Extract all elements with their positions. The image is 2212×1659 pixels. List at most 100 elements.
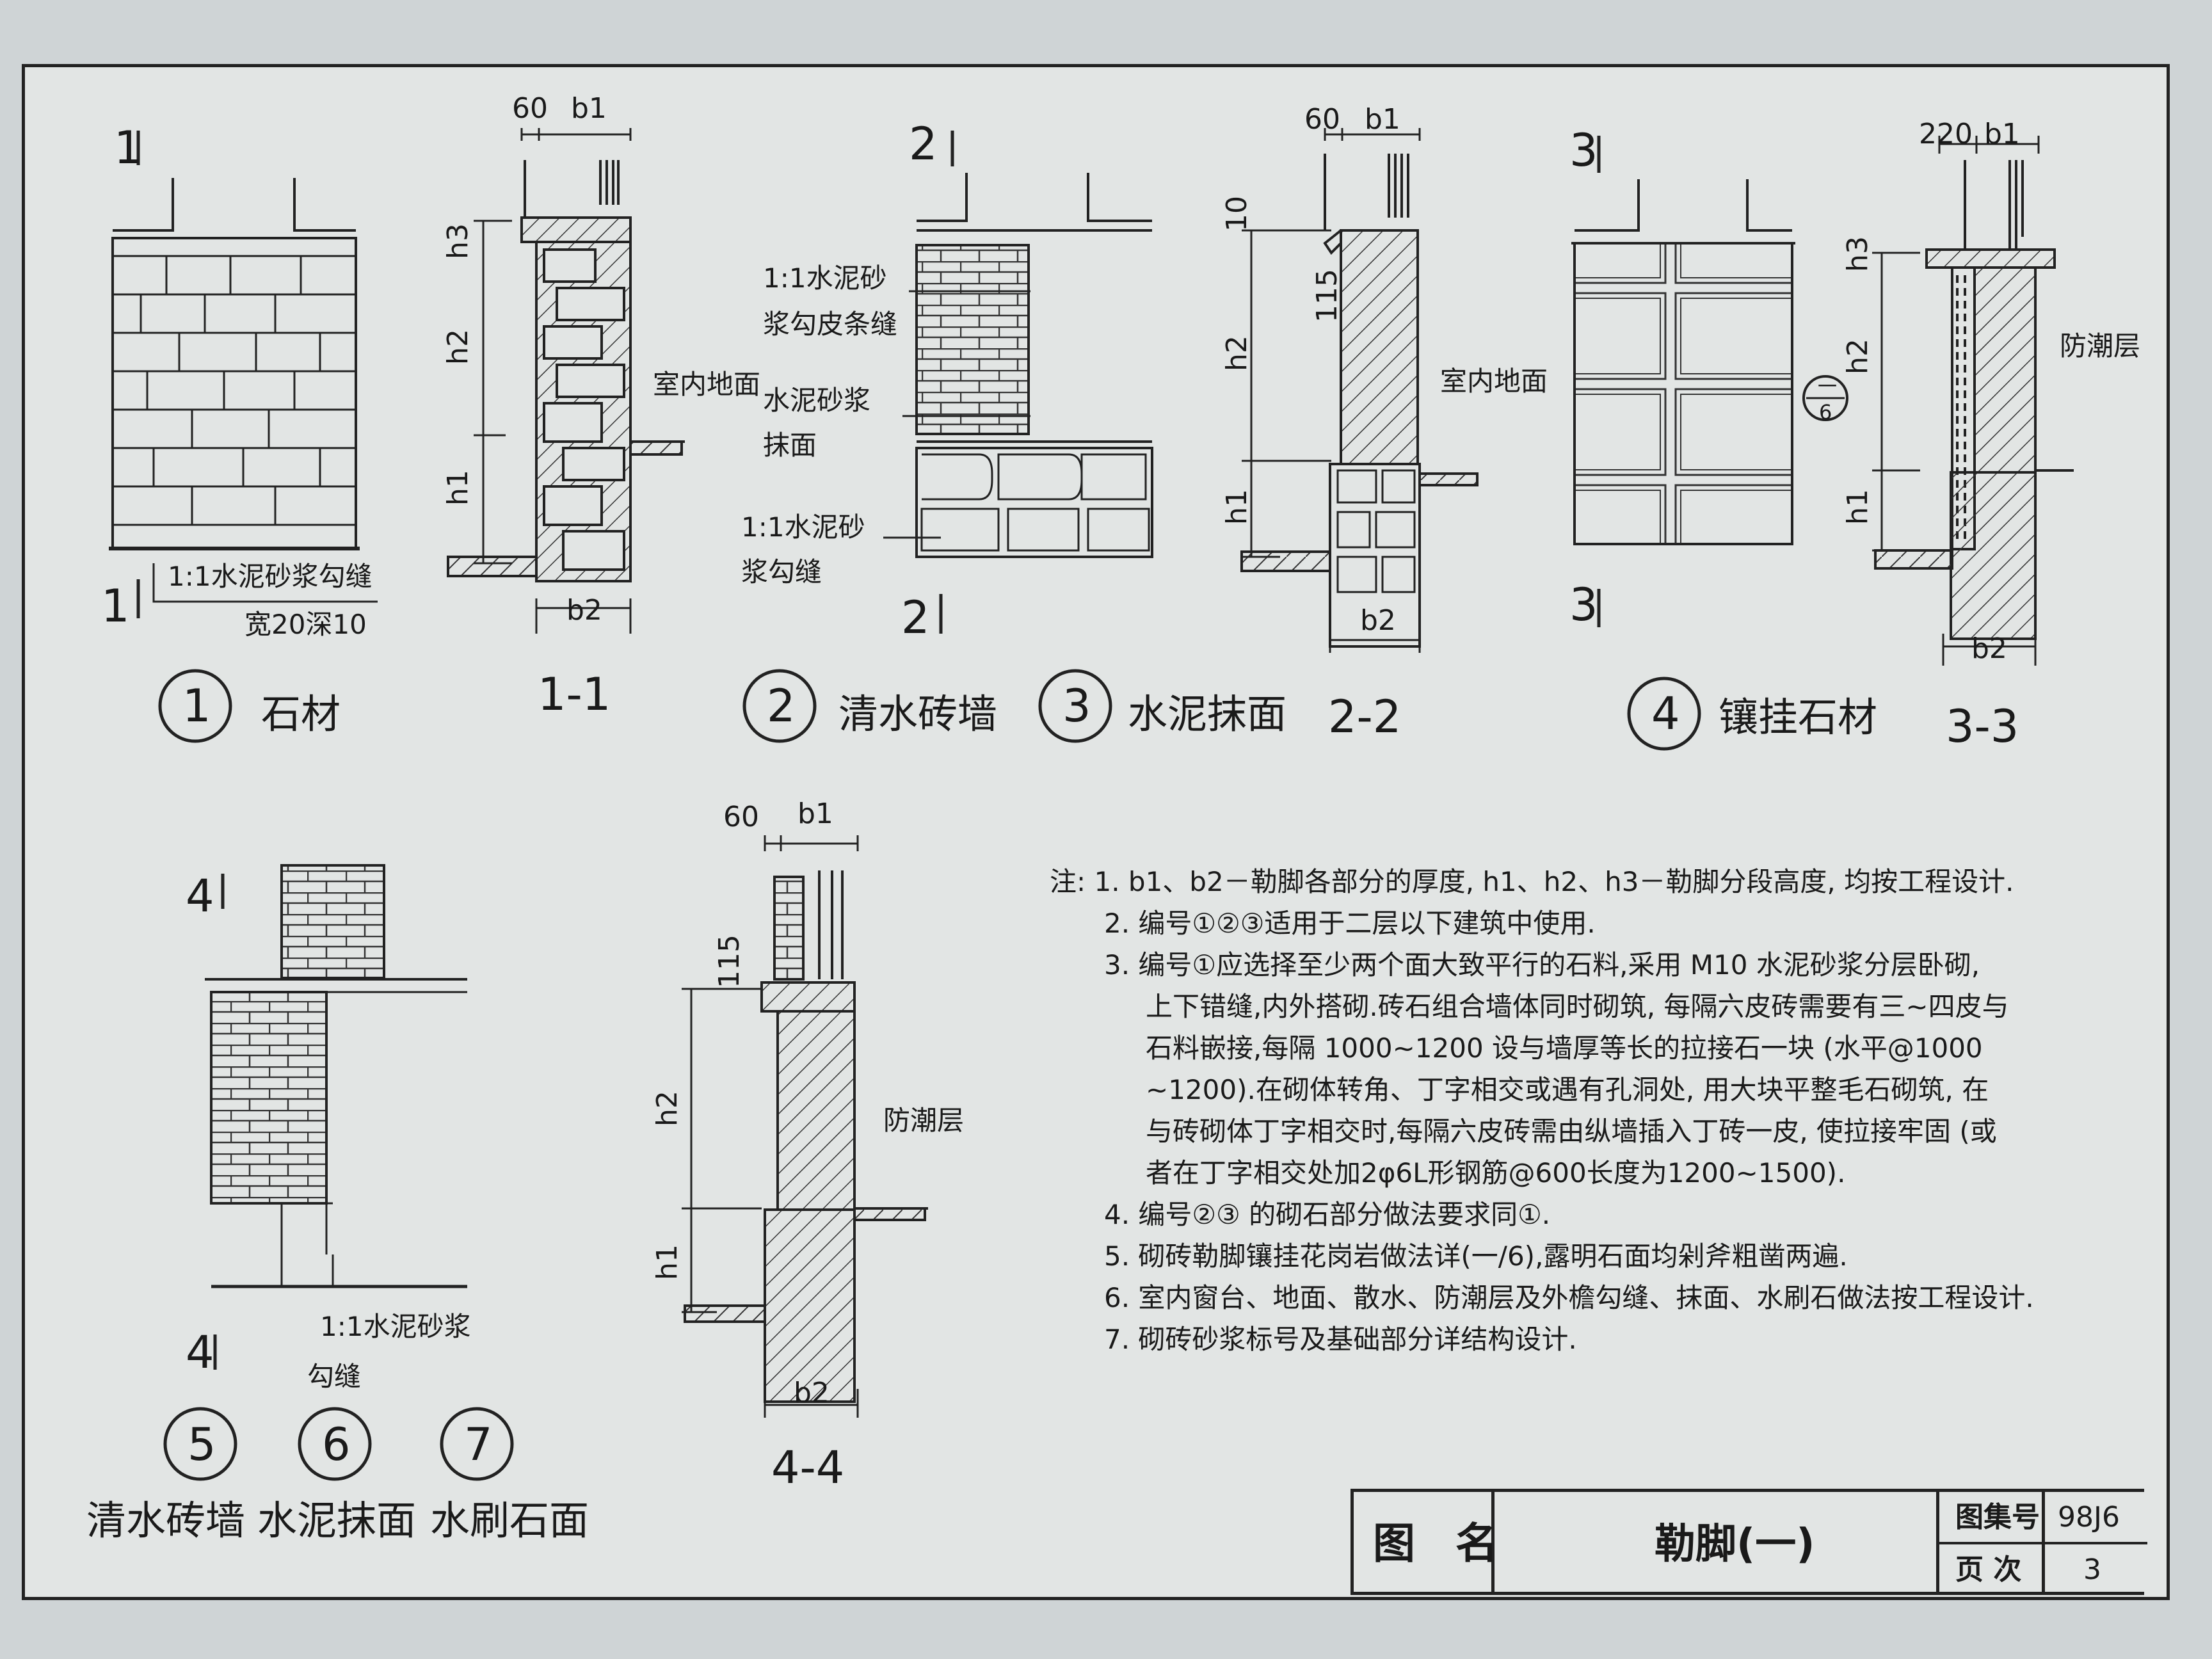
d3-number: 3 [1062, 680, 1091, 732]
d2-caption: 清水砖墙 [838, 691, 998, 737]
s4-dim-b2: b2 [794, 1377, 830, 1409]
s2-dim-h2: h2 [1220, 335, 1253, 371]
s3-dim-220: 220 [1919, 118, 1973, 150]
d2-note-b-1: 水泥砂浆 [763, 385, 871, 416]
s1-dim-b1: b1 [571, 92, 607, 125]
s3-dim-b1: b1 [1984, 118, 2020, 150]
note-3e: 与砖砌体丁字相交时,每隔六皮砖需由纵墙插入丁砖一皮, 使拉接牢固 (或 [1146, 1116, 1997, 1147]
d6-number: 6 [322, 1418, 351, 1471]
s1-dim-b2: b2 [566, 594, 602, 627]
d2-note-b-2: 抹面 [763, 429, 817, 461]
d7-caption: 水刷石面 [430, 1497, 589, 1544]
note-2: 2. 编号①②③适用于二层以下建筑中使用. [1104, 908, 1596, 939]
d3-caption: 水泥抹面 [1128, 691, 1287, 737]
drawing-sheet [22, 64, 2170, 1600]
section-4-4 [682, 835, 928, 1418]
note-3b: 上下错缝,内外搭砌.砖石组合墙体同时砌筑, 每隔六皮砖需要有三~四皮与 [1146, 991, 2009, 1022]
note-3a: 3. 编号①应选择至少两个面大致平行的石料,采用 M10 水泥砂浆分层卧砌, [1104, 949, 1980, 981]
d1-number: 1 [182, 680, 211, 732]
d1-caption: 石材 [261, 691, 341, 737]
note-3c: 石料嵌接,每隔 1000~1200 设与墙厚等长的拉接石一块 (水平@1000 [1146, 1032, 1983, 1064]
d2-note-a-2: 浆勾皮条缝 [763, 309, 898, 340]
tb-set-no: 98J6 [2058, 1501, 2120, 1534]
s1-dim-h2: h2 [441, 329, 474, 365]
s3-dim-h3: h3 [1841, 236, 1874, 272]
notes-block: 注: 1. b1、b2－勒脚各部分的厚度, h1、h2、h3－勒脚分段高度, 均… [1050, 861, 2048, 1360]
s1-dim-h3: h3 [441, 223, 474, 259]
note-3f: 者在丁字相交处加2φ6L形钢筋@600长度为1200~1500). [1146, 1157, 1846, 1189]
s3-dim-h1: h1 [1841, 489, 1874, 525]
tb-page-no: 3 [2083, 1553, 2101, 1586]
number-circles [158, 375, 1848, 1481]
elevation-5-6-7 [205, 864, 467, 1288]
note-3d: ~1200).在砌体转角、丁字相交或遇有孔洞处, 用大块平整毛石砌筑, 在 [1146, 1074, 1989, 1105]
d1-joint-note-2: 宽20深10 [244, 609, 367, 640]
note-1: 注: 1. b1、b2－勒脚各部分的厚度, h1、h2、h3－勒脚分段高度, 均… [1050, 866, 2014, 897]
tb-label-page: 页 次 [1955, 1553, 2022, 1586]
elevation-4-hung-stone [1571, 179, 1795, 545]
cut-label-1-bottom: 1 [101, 580, 130, 632]
d2-number: 2 [767, 680, 796, 732]
tb-title: 勒脚(一) [1655, 1521, 1815, 1568]
tb-label-name: 图 名 [1373, 1519, 1511, 1568]
s3-ref-top: 一 [1818, 376, 1837, 398]
s4-dim-115: 115 [712, 934, 746, 988]
cut-mark-2 [939, 131, 954, 634]
cut-label-3-bottom: 3 [1569, 579, 1598, 631]
d2-note-a-1: 1:1水泥砂 [763, 262, 887, 294]
s2-dim-h1: h1 [1220, 489, 1253, 525]
s1-dim-60: 60 [512, 92, 548, 125]
s2-dim-b1: b1 [1365, 103, 1400, 136]
d2-note-c-2: 浆勾缝 [741, 556, 822, 588]
s2-floor-label: 室内地面 [1440, 365, 1548, 397]
d1-joint-note-1: 1:1水泥砂浆勾缝 [168, 561, 373, 592]
note-4: 4. 编号②③ 的砌石部分做法要求同①. [1104, 1199, 1551, 1230]
d5-caption: 清水砖墙 [86, 1497, 246, 1544]
note-6: 6. 室内窗台、地面、散水、防潮层及外檐勾缝、抹面、水刷石做法按工程设计. [1104, 1282, 2034, 1313]
d5-note-1: 1:1水泥砂浆 [320, 1311, 471, 1342]
s4-damp-label: 防潮层 [883, 1105, 965, 1136]
title-block: 图 名 勒脚(一) 图集号 98J6 页 次 3 [1350, 1489, 2147, 1595]
s1-title: 1-1 [538, 668, 611, 721]
cut-label-3-top: 3 [1569, 124, 1598, 177]
d4-number: 4 [1651, 687, 1680, 740]
note-7: 7. 砌砖砂浆标号及基础部分详结构设计. [1104, 1324, 1577, 1355]
cut-label-4-top: 4 [186, 870, 214, 922]
tb-divider-4 [1936, 1542, 2147, 1544]
s3-dim-h2: h2 [1841, 339, 1874, 374]
elevation-2-3 [883, 173, 1153, 558]
d5-note-2: 勾缝 [307, 1361, 362, 1392]
d5-number: 5 [188, 1418, 216, 1471]
d6-caption: 水泥抹面 [257, 1497, 417, 1544]
d2-note-c-1: 1:1水泥砂 [741, 511, 865, 543]
s3-damp-label: 防潮层 [2060, 330, 2141, 362]
s2-dim-60: 60 [1304, 103, 1340, 136]
cut-label-2-bottom: 2 [901, 591, 930, 644]
s2-title: 2-2 [1328, 691, 1402, 743]
section-2-2 [1240, 128, 1479, 653]
cut-label-1-top: 1 [114, 122, 143, 174]
s4-dim-60: 60 [723, 801, 759, 833]
cut-label-2-top: 2 [909, 118, 938, 170]
tb-label-set: 图集号 [1955, 1501, 2040, 1534]
tb-divider-1 [1491, 1492, 1495, 1595]
cut-label-4-bottom: 4 [186, 1326, 214, 1379]
s1-floor-label: 室内地面 [653, 369, 761, 400]
s3-dim-b2: b2 [1971, 632, 2007, 665]
section-3-3 [1872, 136, 2074, 666]
elevation-1-stone [109, 178, 378, 603]
cut-mark-4 [213, 874, 225, 1370]
d7-number: 7 [464, 1418, 493, 1471]
s4-dim-h2: h2 [650, 1091, 684, 1126]
s4-dim-h1: h1 [650, 1244, 684, 1280]
d4-caption: 镶挂石材 [1719, 694, 1878, 741]
s4-dim-b1: b1 [797, 797, 833, 830]
s2-dim-10: 10 [1221, 196, 1253, 232]
s3-title: 3-3 [1946, 700, 2019, 753]
s3-ref-bottom: 6 [1819, 400, 1832, 424]
s1-dim-h1: h1 [441, 470, 474, 506]
section-1-1 [447, 128, 685, 634]
s2-dim-b2: b2 [1360, 604, 1396, 637]
s4-title: 4-4 [771, 1441, 845, 1494]
